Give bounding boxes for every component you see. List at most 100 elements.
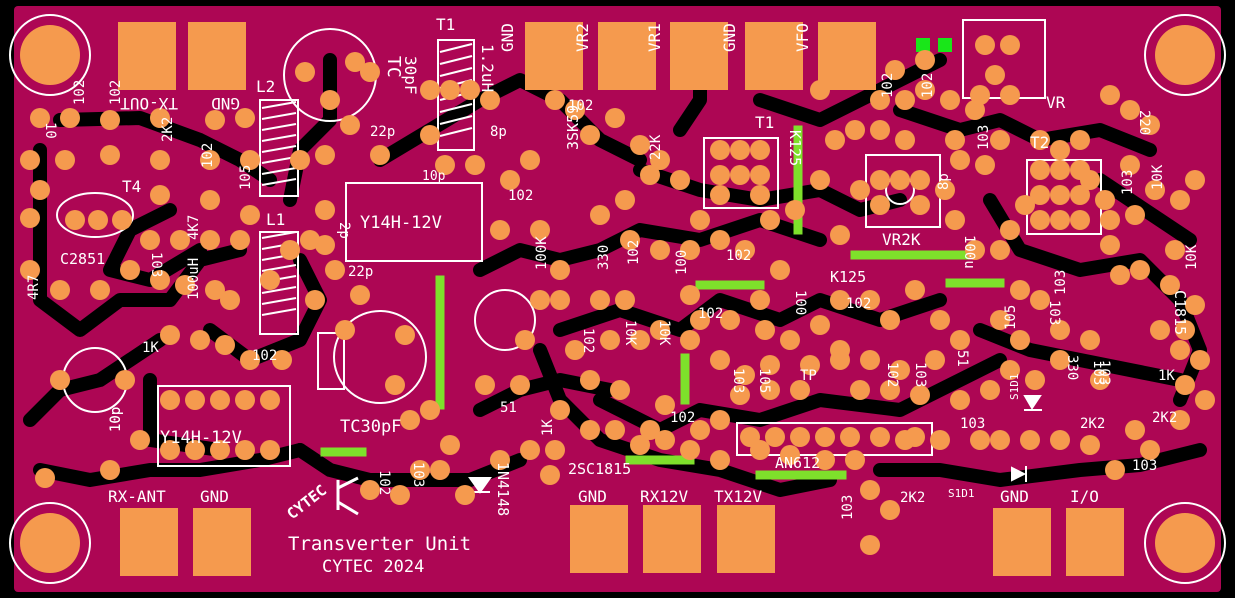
component-pad [985,65,1005,85]
connector-pad [993,508,1051,576]
silk-label-c-102-m: 102 [846,296,871,312]
coil-line [261,134,297,142]
component-pad [210,440,230,460]
silk-label-s1d1-b: S1D1 [948,487,975,500]
component-pad [320,90,340,110]
component-pad [140,230,160,250]
silkscreen-labels: TC30pFT11.2uHL2L1T1T2T4VRVR2KC2851C1815K… [26,15,1200,577]
silk-label-c-102-d: 102 [252,348,277,364]
silk-label-r-2k2-a: 2K2 [160,117,176,142]
component-pad [965,240,985,260]
component-pad [1015,195,1035,215]
silk-label-r-1k-a: 1K [142,340,159,356]
silk-label-t4: T4 [122,177,141,196]
component-pad [55,150,75,170]
component-pad [200,230,220,250]
silk-label-c-103-l: 103 [1096,360,1112,385]
silk-label-c-103-d: 103 [730,368,746,393]
component-pad [190,330,210,350]
silk-label-r-100-a: 100 [674,250,690,275]
component-pad [210,390,230,410]
component-pad [295,62,315,82]
component-pad [340,115,360,135]
component-pad [1175,375,1195,395]
component-pad [272,350,292,370]
component-pad [550,260,570,280]
component-pad [845,120,865,140]
component-pad [780,445,800,465]
component-pad [510,375,530,395]
silk-label-c-102-j: 102 [880,73,896,98]
component-pad [815,427,835,447]
component-pad [950,150,970,170]
component-pad [370,145,390,165]
component-pad [710,350,730,370]
component-pad [1125,420,1145,440]
silk-label-l-100uh-b: 100u [961,235,977,269]
connector-label: I/O [1070,487,1099,506]
component-pad [760,355,780,375]
connector-pad [188,22,246,90]
component-pad [530,290,550,310]
component-pad [880,500,900,520]
component-pad [580,125,600,145]
silk-label-c-10p-a: 10p [422,169,446,184]
component-pad [770,260,790,280]
silk-label-c-22p-b: 22p [348,264,373,280]
component-pad [1030,210,1050,230]
component-pad [810,80,830,100]
component-pad [710,185,730,205]
component-pad [690,420,710,440]
component-pad [975,155,995,175]
silk-label-r-10: 10 [42,122,58,139]
component-pad [170,230,190,250]
component-pad [975,35,995,55]
crystal-outline [157,385,291,467]
component-pad [65,210,85,230]
component-pad [410,460,430,480]
connector-pad [643,505,701,573]
component-pad [760,210,780,230]
component-pad [1000,360,1020,380]
component-pad [1080,435,1100,455]
component-pad [1165,240,1185,260]
component-pad [620,230,640,250]
component-pad [650,320,670,340]
silk-label-r-2k2-c: 2K2 [1080,416,1105,432]
component-pad [580,370,600,390]
component-pad [1125,205,1145,225]
silk-label-sk59: 3SK59 [564,105,582,150]
connector-label: GND [1000,487,1029,506]
component-pad [1140,115,1160,135]
component-pad [905,280,925,300]
transformer-outline [703,137,779,209]
component-pad [160,325,180,345]
component-pad [1080,330,1100,350]
component-pad [1100,210,1120,230]
component-pad [680,440,700,460]
component-pad [910,195,930,215]
component-pad [1030,160,1050,180]
mounting-hole [1155,25,1215,85]
component-pad [200,190,220,210]
component-pad [740,427,760,447]
component-pad [430,460,450,480]
component-pad [1050,140,1070,160]
silk-label-tc-top-value: 30pF [401,56,420,95]
component-pad [1050,430,1070,450]
component-pad [935,180,955,200]
component-pad [520,440,540,460]
component-pad [420,400,440,420]
silk-label-r-2k2-d: 2K2 [900,490,925,506]
component-pad [1130,260,1150,280]
connector-label: VFO [793,23,812,52]
component-pad [440,80,460,100]
component-pad [905,427,925,447]
component-pad [20,260,40,280]
component-pad [850,380,870,400]
silk-label-c-103-c: 103 [1120,170,1136,195]
silk-label-tc30pf: TC30pF [340,417,401,437]
component-pad [850,180,870,200]
coil-line [439,55,473,65]
component-pad [630,330,650,350]
